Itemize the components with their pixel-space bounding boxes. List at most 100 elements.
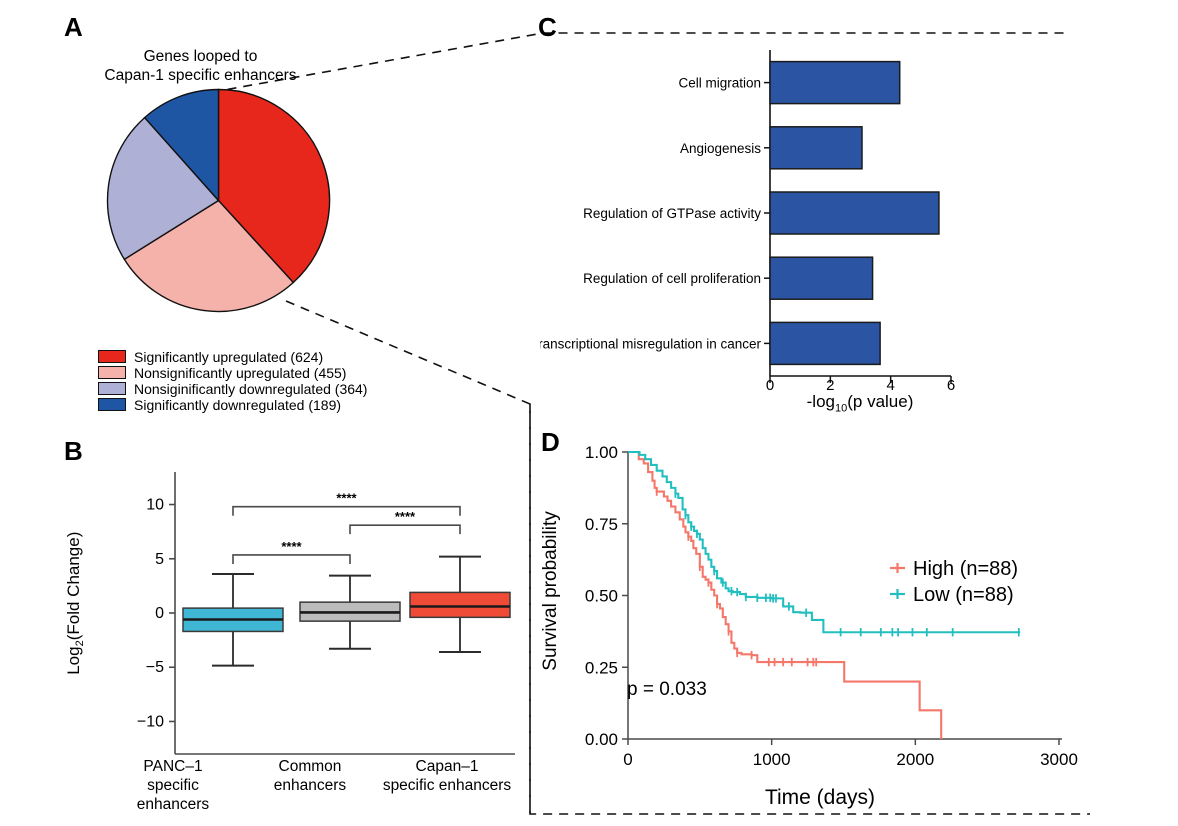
panel-c-cat-label-3: Regulation of cell proliferation	[583, 271, 761, 286]
legend-swatch-nonsignificantly-upregulated	[98, 366, 126, 379]
panel-b-ylabel-pre: Log	[63, 646, 83, 675]
dashed-line-top	[195, 32, 1070, 96]
panel-b-sig-bracket-0: ****	[232, 491, 461, 516]
pie-slice-group	[106, 88, 331, 313]
box-iqr	[409, 591, 511, 619]
panel-d-step-line	[628, 450, 943, 739]
panel-a-title: Genes looped to Capan-1 specific enhance…	[93, 47, 308, 85]
panel-d-xtick-label-1000: 1000	[753, 750, 791, 769]
panel-b-xtick-capan1: Capan–1 specific enhancers	[377, 757, 517, 795]
pie-slice-2	[106, 116, 220, 261]
sig-stars: ****	[395, 509, 416, 524]
panel-d-legend-label-1: Low (n=88)	[913, 584, 1014, 606]
panel-c-cat-label-4: Transcriptional misregulation in cancer	[540, 336, 761, 351]
panel-d-curve-group	[628, 450, 1021, 739]
panel-b-xtick-panc1-line1: PANC–1	[143, 758, 203, 775]
panel-a-legend: Significantly upregulated (624) Nonsigni…	[98, 349, 367, 413]
panel-b-xtick-common: Common enhancers	[250, 757, 370, 795]
panel-c-xtick-label-2: 2	[826, 377, 834, 392]
panel-d-ytick-label-4: 1.00	[585, 443, 618, 462]
panel-b-xtick-capan1-line2: specific enhancers	[382, 777, 512, 794]
panel-b-tick-label--5: −5	[146, 659, 164, 676]
panel-d-y-axis-title: Survival probability	[536, 450, 562, 750]
panel-d-ytick-label-1: 0.25	[585, 658, 618, 677]
panel-b-xtick-panc1-line2: specific enhancers	[136, 777, 210, 813]
legend-label-nonsignificantly-upregulated: Nonsignificantly upregulated (455)	[134, 364, 347, 381]
legend-item-3: Significantly downregulated (189)	[98, 396, 367, 413]
sig-stars: ****	[281, 539, 302, 554]
panel-b-sig-bracket-2: ****	[232, 539, 351, 564]
panel-b-significance-brackets: **** **** ****	[232, 491, 461, 564]
pie-slice-3	[143, 88, 220, 203]
bracket-path	[349, 524, 461, 535]
panel-b-tick-label-5: 5	[155, 551, 164, 568]
panel-c-bar-4	[769, 321, 881, 366]
panel-c-cat-label-0: Cell migration	[678, 76, 761, 91]
panel-d-legend-item-0: High (n=88)	[890, 558, 1018, 580]
panel-d-ylabel-text: Survival probability	[540, 511, 561, 671]
panel-b-tick-label-10: 10	[146, 497, 164, 514]
panel-letter-d: D	[541, 427, 560, 457]
panel-d-legend: High (n=88) Low (n=88)	[890, 558, 1018, 606]
panel-d-ytick-label-0: 0.00	[585, 730, 618, 749]
bracket-path	[232, 554, 351, 564]
legend-swatch-significantly-downregulated	[98, 398, 126, 411]
panel-d-ytick-label-3: 0.75	[585, 515, 618, 534]
panel-c-bar-2	[769, 191, 940, 235]
panel-d-legend-label-0: High (n=88)	[913, 558, 1018, 580]
panel-d-ytick-label-2: 0.50	[585, 587, 618, 606]
panel-a-title-line1: Genes looped to	[143, 48, 258, 65]
panel-b-xtick-common-line1: Common	[278, 758, 342, 775]
panel-b-xtick-panc1: PANC–1 specific enhancers	[113, 757, 233, 814]
panel-c-xtick-label-0: 0	[766, 377, 774, 392]
panel-c-xtick-label-4: 4	[886, 377, 894, 392]
panel-d-step-line	[628, 450, 1021, 634]
panel-c-cat-label-2: Regulation of GTPase activity	[583, 206, 761, 221]
panel-d-xtick-label-2000: 2000	[896, 750, 934, 769]
panel-c-x-ticks: 0 2 4 6	[766, 376, 955, 392]
panel-b-sig-bracket-1: ****	[349, 509, 461, 535]
legend-swatch-nonsignificantly-downregulated	[98, 382, 126, 395]
panel-c-bar-group	[769, 60, 940, 366]
panel-b-box-0	[182, 572, 284, 667]
legend-item-1: Nonsignificantly upregulated (455)	[98, 364, 367, 381]
panel-b-xtick-common-line2: enhancers	[273, 777, 347, 794]
panel-b-box-2	[409, 555, 511, 654]
panel-c-cat-label-1: Angiogenesis	[680, 141, 761, 156]
panel-letter-b: B	[64, 436, 83, 466]
panel-b-xtick-capan1-line1: Capan–1	[415, 758, 479, 775]
bracket-path	[232, 505, 461, 516]
panel-b-ylabel-post: (Fold Change)	[63, 531, 83, 641]
dashed-line-bottom	[285, 300, 1090, 815]
panel-c-xtick-label-6: 6	[947, 377, 955, 392]
legend-swatch-significantly-upregulated	[98, 350, 126, 363]
panel-c-bar-1	[769, 126, 863, 170]
panel-c-x-axis-title: -log10(p value)	[740, 392, 980, 414]
panel-d-series-1	[628, 450, 1021, 637]
panel-c-xlabel-pre: -log	[806, 392, 835, 411]
panel-d-series-0	[628, 450, 943, 739]
panel-b-box-group	[182, 555, 511, 667]
sig-stars: ****	[336, 491, 357, 506]
panel-c-bar-0	[769, 60, 901, 105]
panel-letter-c: C	[538, 12, 557, 42]
panel-b-y-axis-title: Log2(Fold Change)	[58, 470, 87, 760]
panel-b-tick-label-0: 0	[155, 605, 164, 622]
panel-d-p-value: p = 0.033	[627, 679, 707, 700]
panel-a-pie-chart	[106, 88, 331, 313]
panel-b-ylabel-sub: 2	[74, 640, 87, 647]
panel-d-xtick-label-3000: 3000	[1040, 750, 1078, 769]
panel-d-y-ticks: 0.00 0.25 0.50 0.75 1.00	[585, 443, 628, 749]
panel-letter-a: A	[64, 12, 83, 42]
panel-a-title-line2: Capan-1 specific enhancers	[104, 67, 297, 84]
legend-item-2: Nonsiginificantly downregulated (364)	[98, 381, 367, 397]
panel-c-xlabel-post: (p value)	[847, 392, 914, 411]
legend-label-significantly-downregulated: Significantly downregulated (189)	[134, 396, 342, 413]
